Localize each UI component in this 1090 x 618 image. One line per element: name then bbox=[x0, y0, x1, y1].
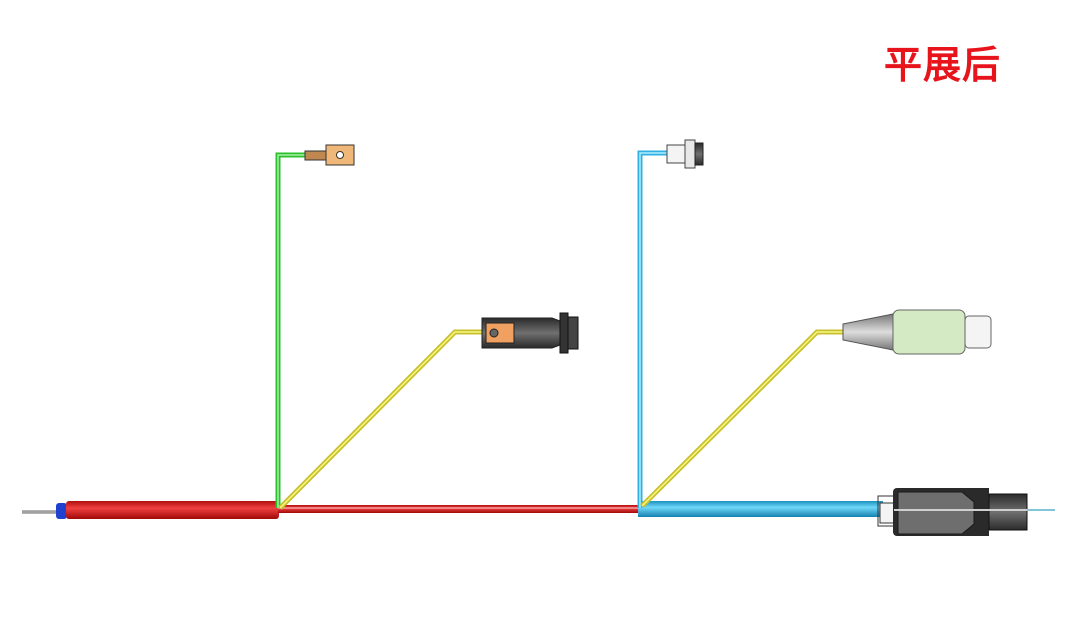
diagram-title: 平展后 bbox=[884, 43, 1002, 87]
red-sheath bbox=[66, 501, 279, 519]
yellow-branch-wire-2 bbox=[640, 329, 845, 508]
red-trunk-wire bbox=[278, 505, 640, 513]
blue-branch-wire bbox=[637, 150, 668, 508]
yellow-branch-wire-1 bbox=[278, 329, 485, 510]
right-black-connector bbox=[877, 488, 1055, 536]
black-socket-connector bbox=[481, 312, 579, 354]
green-branch-wire bbox=[275, 152, 306, 508]
ring-terminal-connector bbox=[304, 144, 355, 166]
blue-trunk-wire bbox=[638, 501, 883, 517]
left-pin-terminal bbox=[22, 503, 67, 519]
white-plug-connector bbox=[666, 139, 704, 169]
round-green-connector bbox=[842, 309, 992, 355]
